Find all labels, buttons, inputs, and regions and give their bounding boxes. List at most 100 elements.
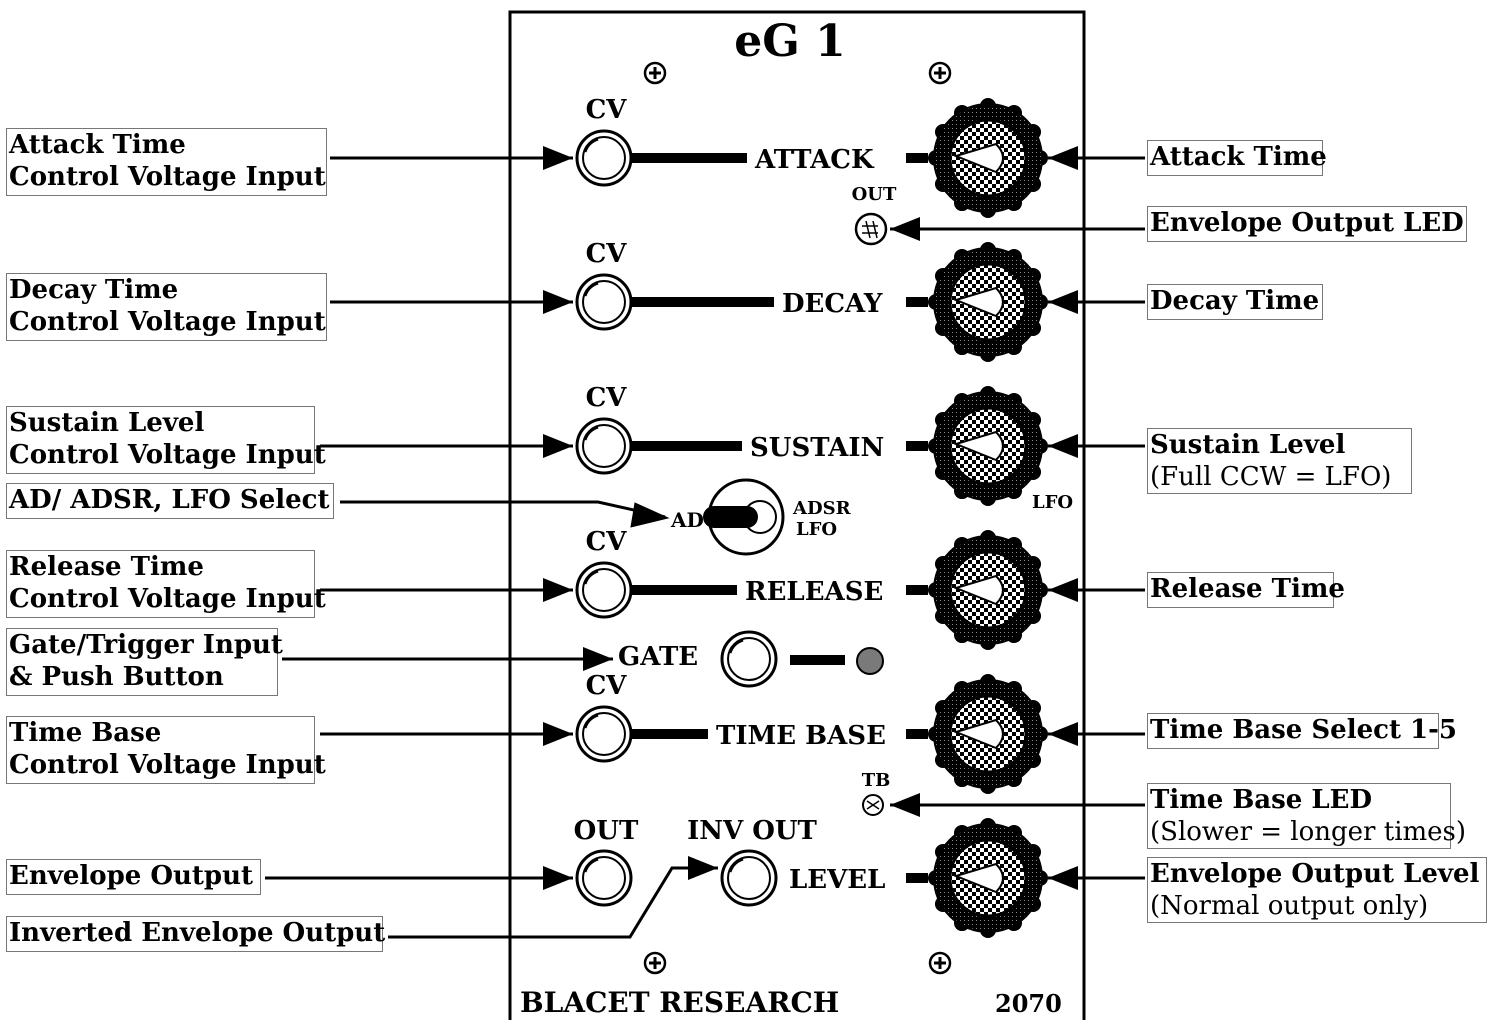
callout-inverted-output: Inverted Envelope Output — [6, 916, 386, 952]
trace-line — [906, 153, 928, 163]
mode-toggle-switch — [703, 478, 785, 556]
time-base-label: TIME BASE — [716, 721, 886, 751]
callout-line: Time Base LED — [1150, 785, 1373, 815]
callout-line: Control Voltage Input — [9, 307, 326, 337]
arrow-release-cv — [320, 578, 573, 602]
trace-line — [630, 153, 747, 163]
screw-icon — [928, 951, 952, 975]
gate-label: GATE — [618, 642, 698, 672]
envelope-led-icon — [854, 212, 888, 246]
trace-line — [906, 729, 928, 739]
envelope-out-jack — [575, 849, 633, 907]
time-base-cv-jack — [575, 705, 633, 763]
panel-title: eG 1 — [734, 16, 846, 67]
callout-timebase-knob: Time Base Select 1-5 — [1147, 713, 1457, 749]
arrow-inverted-out — [388, 856, 718, 939]
screw-icon — [928, 61, 952, 85]
time-base-knob — [928, 674, 1048, 794]
callout-line: Release Time — [1150, 574, 1345, 604]
callout-line: Decay Time — [9, 275, 179, 305]
attack-knob — [928, 98, 1048, 218]
cv-label: CV — [586, 239, 628, 269]
cv-label: CV — [586, 527, 628, 557]
arrow-decay-knob — [1048, 290, 1145, 314]
push-button — [856, 647, 884, 675]
arrow-level-knob — [1048, 866, 1145, 890]
cv-label: CV — [586, 95, 628, 125]
arrow-timebase-cv — [320, 722, 573, 746]
callout-line: Time Base Select 1-5 — [1150, 715, 1457, 745]
callout-line: Attack Time — [1150, 142, 1327, 172]
callout-line: Control Voltage Input — [9, 162, 326, 192]
arrow-head — [630, 502, 670, 528]
callout-line: Control Voltage Input — [9, 750, 326, 780]
arrow-attack-knob — [1048, 146, 1145, 170]
switch-adsr-label: ADSR — [792, 498, 852, 519]
callout-line: & Push Button — [9, 662, 224, 692]
arrow-timebase-knob — [1048, 722, 1145, 746]
switch-lfo-label: LFO — [796, 519, 837, 540]
release-label: RELEASE — [745, 577, 883, 607]
callout-line: Control Voltage Input — [9, 584, 326, 614]
decay-knob — [928, 242, 1048, 362]
arrow-envelope-out — [265, 866, 573, 890]
arrow-sustain-cv — [320, 434, 573, 458]
trace-line — [906, 873, 928, 883]
attack-cv-jack — [575, 129, 633, 187]
trace-line — [906, 585, 928, 595]
callout-attack-knob: Attack Time — [1147, 140, 1327, 176]
trace-line — [630, 585, 737, 595]
inverted-out-jack — [720, 849, 778, 907]
callout-line: Control Voltage Input — [9, 440, 326, 470]
sustain-label: SUSTAIN — [750, 433, 884, 463]
arrow-release-knob — [1048, 578, 1145, 602]
level-knob — [928, 818, 1048, 938]
callout-timebase-led: Time Base LED (Slower = longer times) — [1147, 783, 1466, 849]
lfo-label: LFO — [1032, 492, 1073, 513]
level-label: LEVEL — [789, 865, 885, 895]
timebase-led-icon — [862, 794, 884, 816]
decay-label: DECAY — [782, 289, 883, 319]
callout-mode-select: AD/ ADSR, LFO Select — [6, 483, 334, 519]
callout-sustain-cv: Sustain Level Control Voltage Input — [6, 406, 326, 474]
screw-icon — [643, 61, 667, 85]
callout-line: (Full CCW = LFO) — [1150, 462, 1392, 492]
arrow-attack-cv — [330, 146, 573, 170]
sustain-cv-jack — [575, 417, 633, 475]
callout-line: Envelope Output LED — [1150, 208, 1464, 238]
callout-release-cv: Release Time Control Voltage Input — [6, 550, 326, 618]
trace-line — [906, 441, 928, 451]
arrow-decay-cv — [330, 290, 573, 314]
sustain-knob — [928, 386, 1048, 506]
trace-line — [790, 655, 845, 665]
out-led-label: OUT — [852, 184, 897, 205]
callout-level-knob: Envelope Output Level (Normal output onl… — [1147, 857, 1487, 923]
callout-line: Envelope Output — [9, 861, 254, 891]
attack-label: ATTACK — [754, 145, 875, 175]
callout-line: Decay Time — [1150, 286, 1320, 316]
out-label: OUT — [574, 816, 639, 846]
tb-led-label: TB — [862, 770, 891, 791]
inv-out-label: INV OUT — [687, 816, 817, 846]
callout-timebase-cv: Time Base Control Voltage Input — [6, 716, 326, 784]
arrow-sustain-knob — [1048, 434, 1145, 458]
callout-gate-input: Gate/Trigger Input & Push Button — [6, 628, 283, 696]
arrow-gate — [282, 647, 613, 671]
callout-release-knob: Release Time — [1147, 572, 1345, 608]
callout-line: Inverted Envelope Output — [9, 918, 386, 948]
callout-line: Time Base — [9, 718, 162, 748]
callout-sustain-knob: Sustain Level (Full CCW = LFO) — [1147, 428, 1412, 494]
cv-label: CV — [586, 671, 628, 701]
arrow-envelope-led — [890, 217, 1145, 241]
trace-line — [630, 729, 708, 739]
screw-icon — [643, 951, 667, 975]
arrow-timebase-led — [890, 793, 1145, 817]
callout-line: Envelope Output Level — [1150, 859, 1480, 889]
brand-text: BLACET RESEARCH — [520, 986, 839, 1019]
callout-decay-cv: Decay Time Control Voltage Input — [6, 273, 327, 341]
gate-jack — [720, 630, 778, 688]
callout-line: Gate/Trigger Input — [9, 630, 283, 660]
callout-envelope-led: Envelope Output LED — [1147, 206, 1467, 242]
callout-line: Sustain Level — [1150, 430, 1346, 460]
